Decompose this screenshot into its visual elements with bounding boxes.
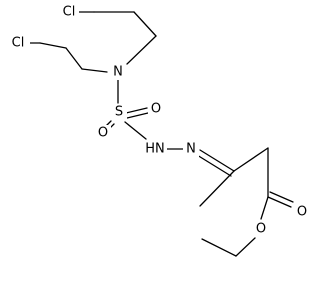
bond-left-chain-n <box>81 68 108 73</box>
bond-carbonyl-b <box>269 191 294 203</box>
atom-o-right: O <box>151 102 161 117</box>
bond-left-chain-2 <box>65 47 83 70</box>
atom-nh: HN <box>145 142 165 157</box>
bond-n-c-double-a <box>199 149 235 172</box>
bond-o-ch2 <box>235 237 256 257</box>
bond-c-methyl <box>199 170 235 207</box>
bond-top-chain-2 <box>133 11 157 37</box>
atom-o-carbonyl: O <box>297 205 307 220</box>
bond-s-o-right-a <box>125 107 148 114</box>
atom-cl-top: Cl <box>63 5 76 20</box>
atom-n-amine: N <box>113 65 123 80</box>
bond-carbonyl-a <box>267 196 292 208</box>
bond-c-ch2 <box>233 147 269 172</box>
bond-n-c-double-b <box>196 154 232 177</box>
bond-s-o-right-b <box>126 112 149 119</box>
bond-left-chain-1 <box>39 42 67 49</box>
bond-s-nh <box>124 121 147 140</box>
bond-cester-o <box>260 196 269 220</box>
atom-labels: Cl Cl N S O O HN N O O <box>8 3 310 237</box>
bond-top-chain-n <box>126 35 157 65</box>
atom-o-bottom: O <box>98 126 108 141</box>
atom-n-imine: N <box>186 142 196 157</box>
atom-cl-left: Cl <box>12 36 25 51</box>
atom-o-ester: O <box>256 222 266 237</box>
bond-layer <box>25 11 294 257</box>
bond-ethyl <box>201 238 237 257</box>
atom-sulfur: S <box>115 105 123 120</box>
